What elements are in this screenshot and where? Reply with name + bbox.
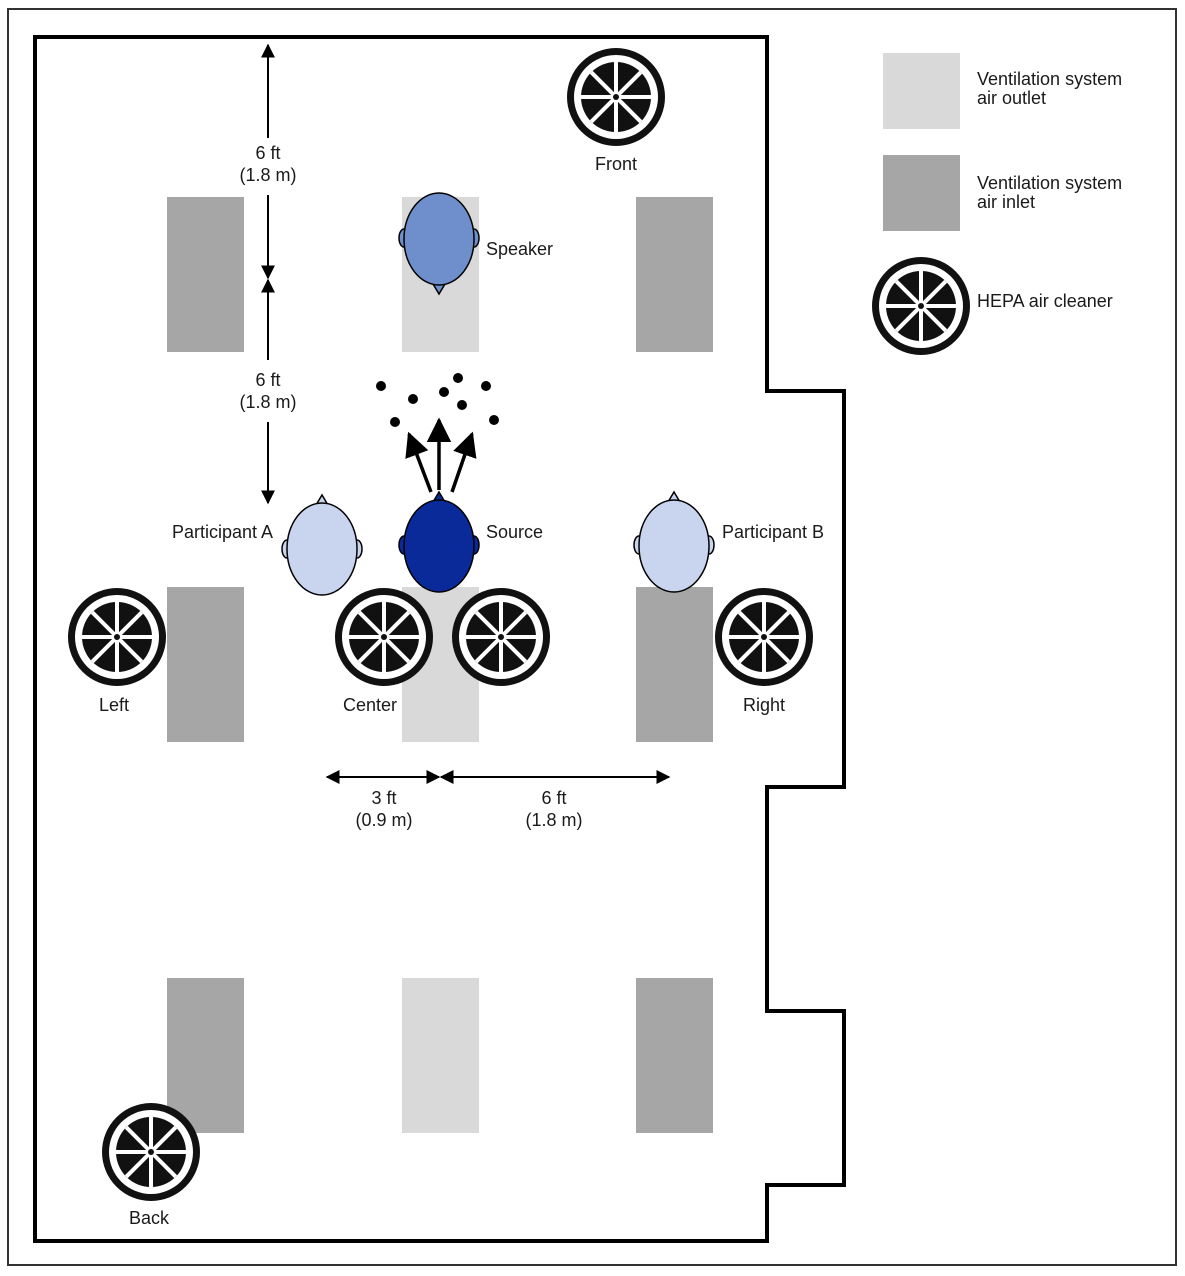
hepa-air-cleaner-icon-center-1 <box>333 586 435 688</box>
label-right: Right <box>743 695 785 715</box>
air-inlet-middle-right <box>636 587 713 742</box>
label-source: Source <box>486 522 543 542</box>
legend-swatch-inlet <box>883 155 960 231</box>
hepa-air-cleaner-icon-back <box>100 1101 202 1203</box>
person-head-icon-source <box>398 490 480 593</box>
person-head-icon-participant-a <box>281 493 363 596</box>
dimension-top-m: (1.8 m) <box>239 165 296 185</box>
label-participant-b: Participant B <box>722 522 824 542</box>
hepa-air-cleaner-icon-center-2 <box>450 586 552 688</box>
figure-border <box>7 8 1177 1266</box>
dimension-short-m: (0.9 m) <box>355 810 412 830</box>
emission-arrow-right <box>450 431 477 493</box>
air-inlet-middle-left <box>167 587 244 742</box>
legend-hepa-label: HEPA air cleaner <box>977 291 1113 311</box>
legend-swatch-outlet <box>883 53 960 129</box>
air-inlet-top-left <box>167 197 244 352</box>
legend-outlet-line1: Ventilation system <box>977 69 1122 89</box>
dimension-mid-m: (1.8 m) <box>239 392 296 412</box>
emission-arrow-left <box>405 431 433 493</box>
person-head-icon-participant-b <box>633 490 715 593</box>
room-wall <box>33 35 846 1243</box>
person-head-icon-speaker <box>398 192 480 296</box>
label-center: Center <box>343 695 397 715</box>
label-back: Back <box>129 1208 170 1228</box>
dimension-mid-ft: 6 ft <box>255 370 280 390</box>
label-front: Front <box>595 154 637 174</box>
dimension-long-ft: 6 ft <box>541 788 566 808</box>
air-inlet-bottom-left <box>167 978 244 1133</box>
aerosol-particle-icon <box>376 373 499 427</box>
hepa-air-cleaner-icon-right <box>713 586 815 688</box>
legend: Ventilation system air outlet Ventilatio… <box>870 53 1122 357</box>
dimension-short-ft: 3 ft <box>371 788 396 808</box>
label-participant-a: Participant A <box>172 522 273 542</box>
dimension-long-m: (1.8 m) <box>525 810 582 830</box>
air-inlet-bottom-right <box>636 978 713 1133</box>
label-left: Left <box>99 695 129 715</box>
dimension-top-ft: 6 ft <box>255 143 280 163</box>
label-speaker: Speaker <box>486 239 553 259</box>
air-inlet-top-right <box>636 197 713 352</box>
hepa-air-cleaner-icon-legend <box>870 255 972 357</box>
legend-inlet-line2: air inlet <box>977 192 1035 212</box>
hepa-air-cleaner-icon-front <box>565 46 667 148</box>
hepa-air-cleaner-icon-left <box>66 586 168 688</box>
air-outlet-bottom-center <box>402 978 479 1133</box>
legend-outlet-line2: air outlet <box>977 88 1046 108</box>
legend-inlet-line1: Ventilation system <box>977 173 1122 193</box>
